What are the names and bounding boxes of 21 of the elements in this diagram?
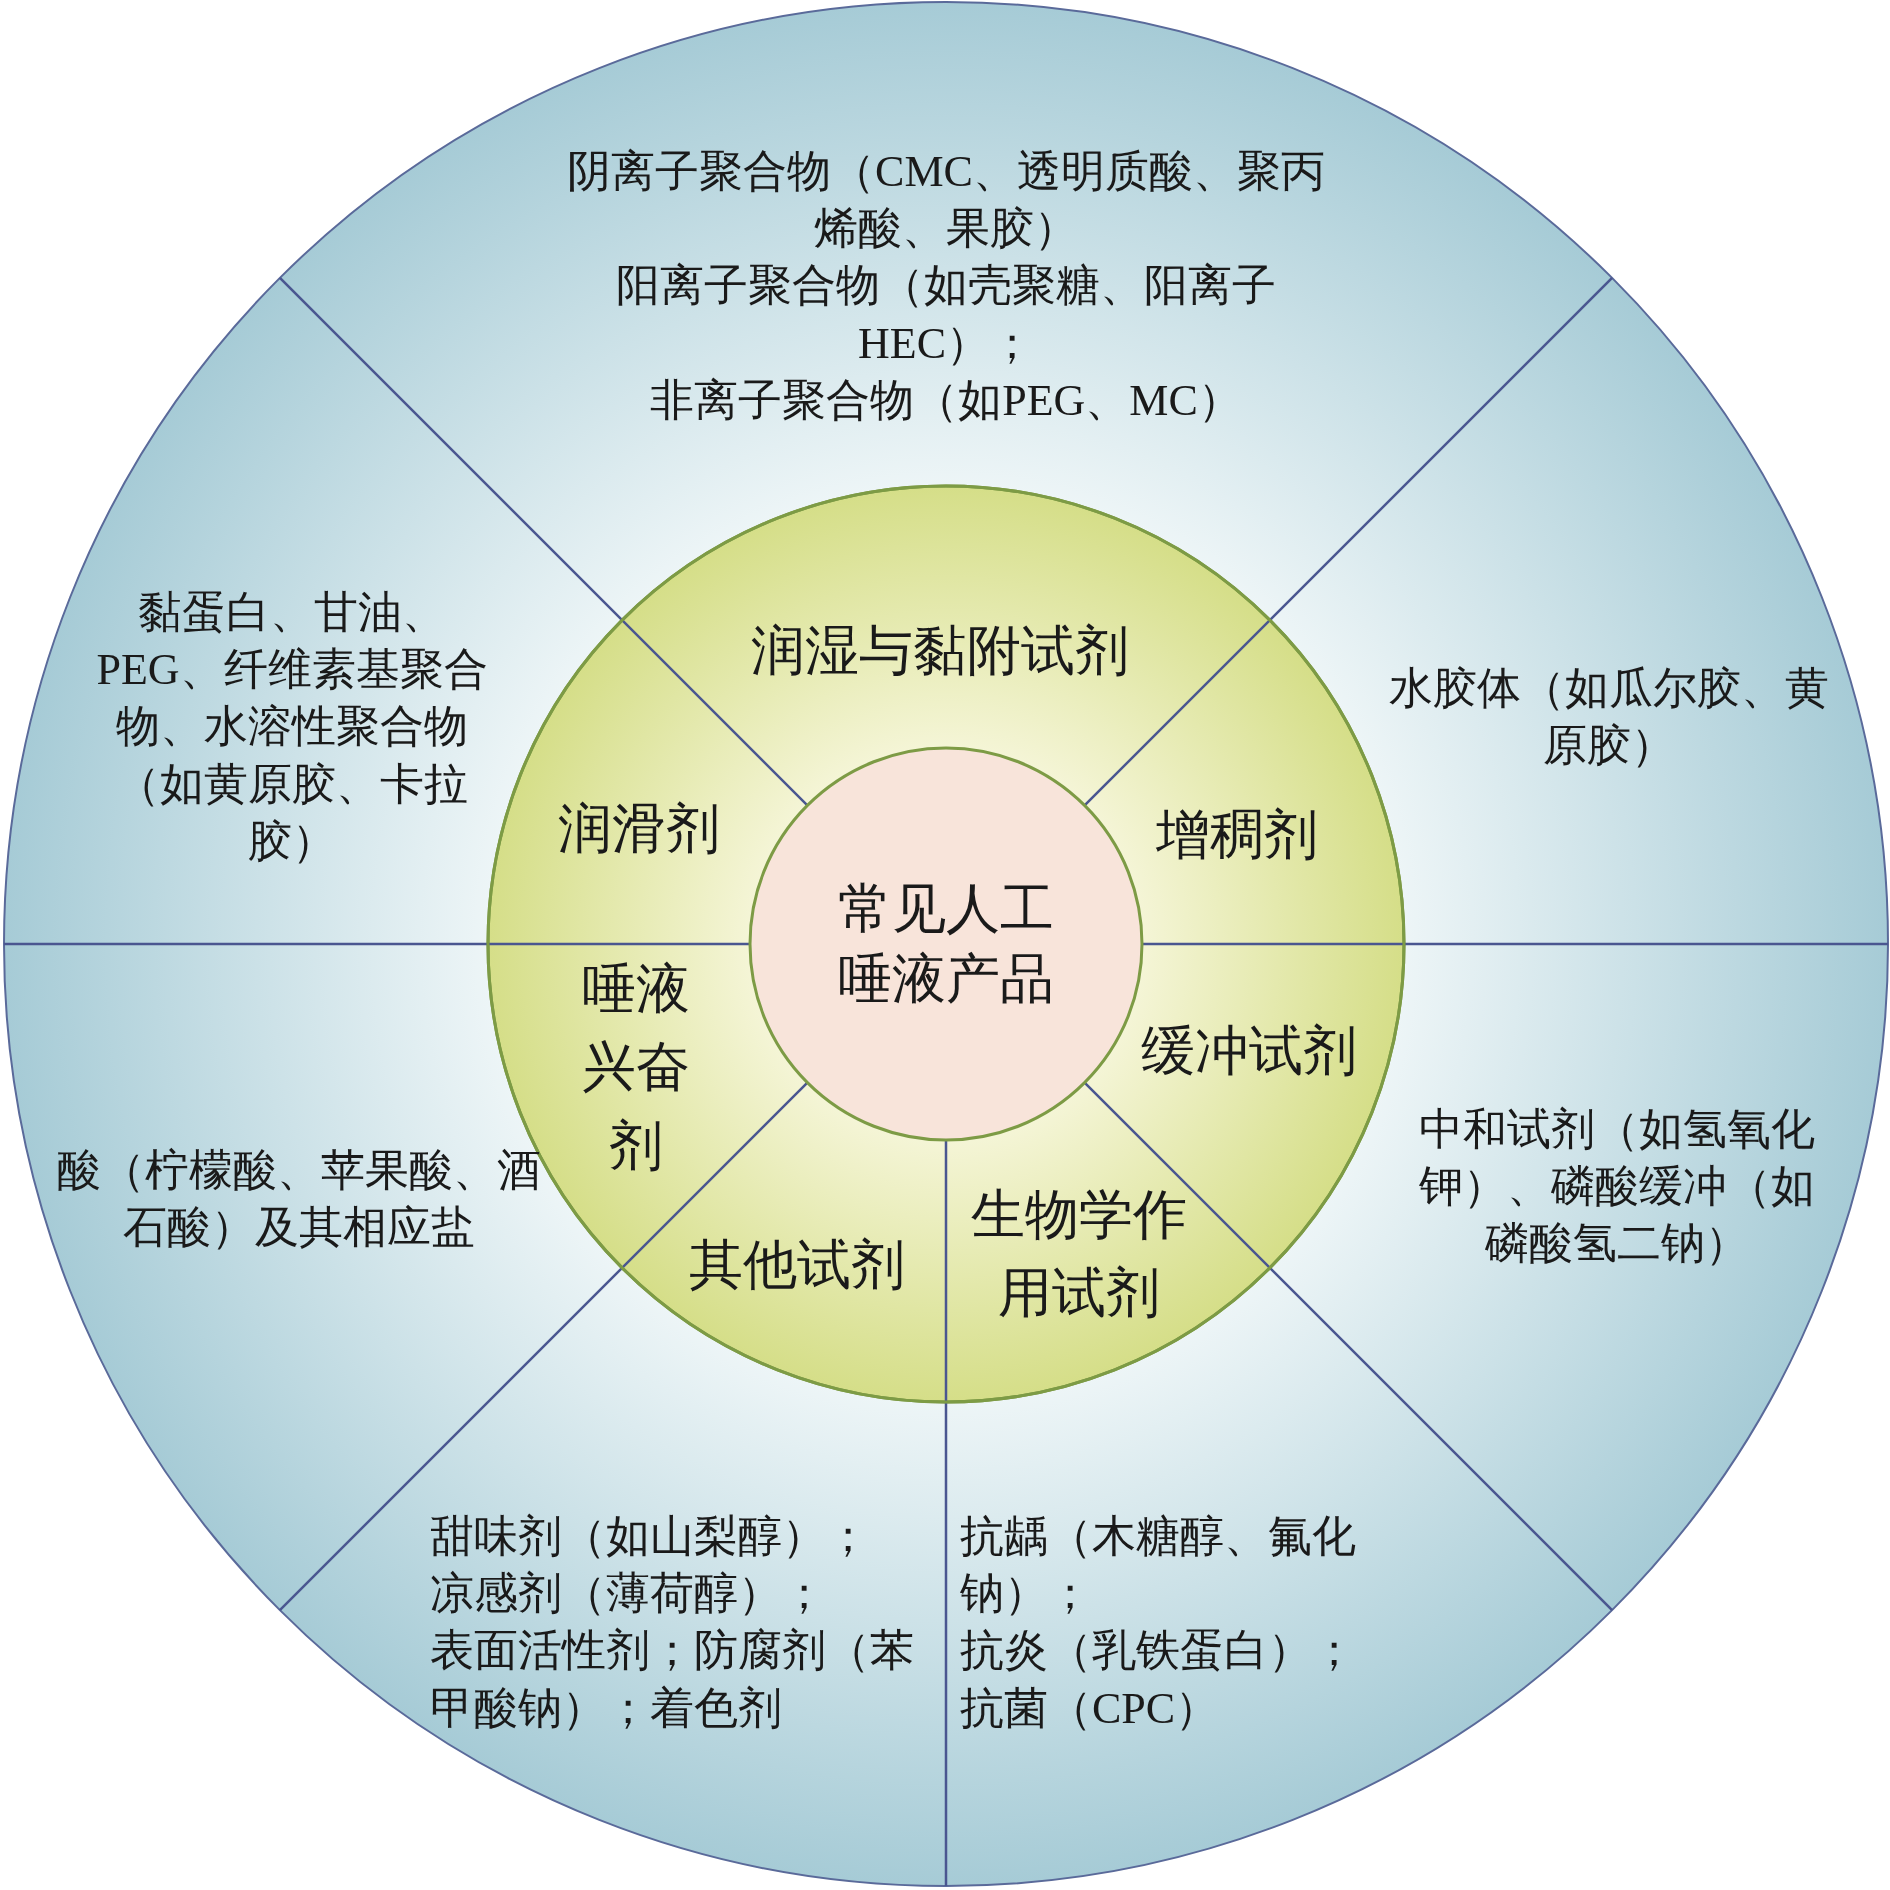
category-label: 唾液兴奋剂 bbox=[581, 957, 691, 1178]
example-text: 抗菌（CPC） bbox=[960, 1682, 1221, 1735]
category-label: 生物学作用试剂 bbox=[970, 1183, 1188, 1325]
example-text: 中和试剂（如氢氧化钾）、磷酸缓冲（如磷酸氢二钠） bbox=[1418, 1104, 1816, 1271]
example-text: 抗龋（木糖醇、氟化钠）； bbox=[960, 1510, 1357, 1620]
center-title: 常见人工唾液产品 bbox=[837, 877, 1055, 1011]
example-text: 甜味剂（如山梨醇）； bbox=[430, 1510, 871, 1563]
example-text: 表面活性剂；防腐剂（苯甲酸钠）；着色剂 bbox=[430, 1625, 915, 1735]
example-text: 非离子聚合物（如PEG、MC） bbox=[649, 374, 1243, 427]
category-label: 增稠剂 bbox=[1155, 803, 1319, 867]
example-text: 酸（柠檬酸、苹果酸、酒石酸）及其相应盐 bbox=[56, 1144, 542, 1254]
category-label: 缓冲试剂 bbox=[1140, 1019, 1358, 1083]
example-text: 水胶体（如瓜尔胶、黄原胶） bbox=[1388, 662, 1830, 772]
example-text: 黏蛋白、甘油、PEG、纤维素基聚合物、水溶性聚合物（如黄原胶、卡拉胶） bbox=[95, 587, 489, 868]
category-label: 润滑剂 bbox=[557, 797, 721, 861]
example-text: 凉感剂（薄荷醇）； bbox=[430, 1567, 827, 1620]
example-text: 阳离子聚合物（如壳聚糖、阳离子HEC）； bbox=[615, 260, 1277, 370]
example-text: 抗炎（乳铁蛋白）； bbox=[960, 1625, 1357, 1677]
example-text: 阴离子聚合物（CMC、透明质酸、聚丙烯酸、果胶） bbox=[566, 146, 1326, 256]
category-label: 润湿与黏附试剂 bbox=[750, 619, 1130, 683]
category-label: 其他试剂 bbox=[688, 1233, 906, 1297]
